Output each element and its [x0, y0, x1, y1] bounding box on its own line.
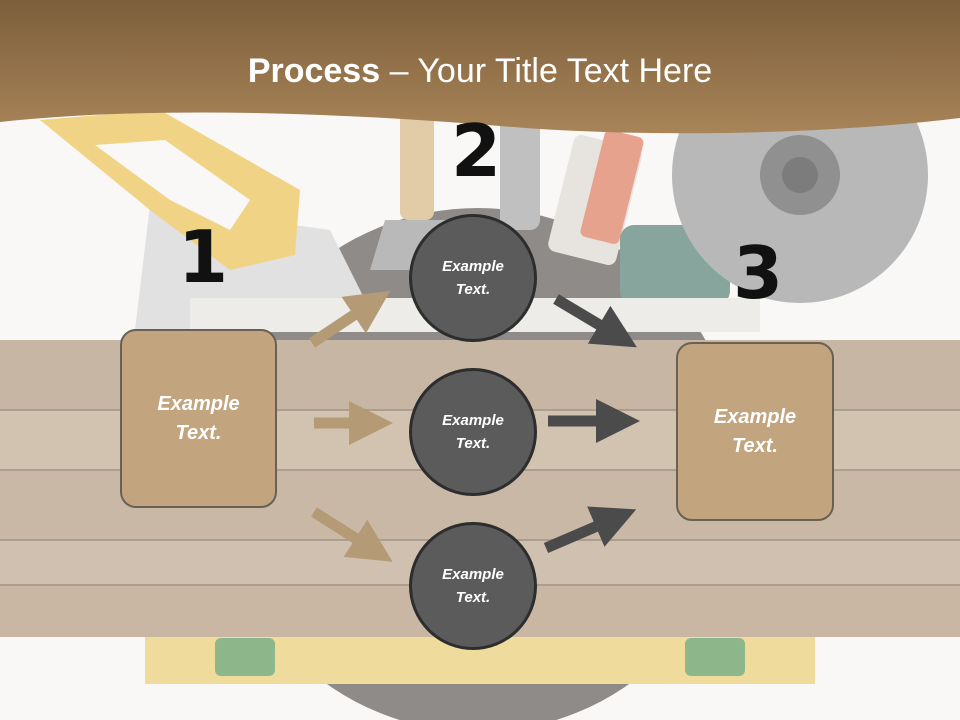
arrow-left-top [308, 290, 391, 348]
title-rest: Your Title Text Here [417, 52, 713, 90]
left-text-box[interactable]: Example Text. [120, 329, 277, 508]
title-dash: – [389, 52, 409, 90]
arrow-right-bottom [543, 506, 637, 554]
circle-bottom-text: Example Text. [442, 566, 504, 606]
right-text-box[interactable]: Example Text. [676, 342, 834, 521]
arrow-left-bottom [311, 507, 393, 562]
arrow-right-top [553, 294, 637, 348]
header-band [0, 0, 960, 134]
circle-top[interactable]: Example Text. [409, 214, 537, 342]
left-box-text: Example Text. [157, 392, 240, 444]
step-number-3: 3 [733, 231, 784, 315]
circle-bottom[interactable]: Example Text. [409, 522, 537, 650]
title-bold: Process [247, 52, 381, 90]
circle-top-text: Example Text. [442, 258, 504, 298]
right-box-text: Example Text. [713, 405, 797, 457]
glue-tube-icon [548, 130, 644, 265]
slide-title: Process – Your Title Text Here [0, 52, 960, 91]
step-number-1: 1 [178, 215, 229, 299]
wrench-icon [500, 110, 540, 230]
step-number-2: 2 [451, 109, 502, 193]
circle-middle[interactable]: Example Text. [409, 368, 537, 496]
circle-middle-text: Example Text. [442, 412, 504, 452]
